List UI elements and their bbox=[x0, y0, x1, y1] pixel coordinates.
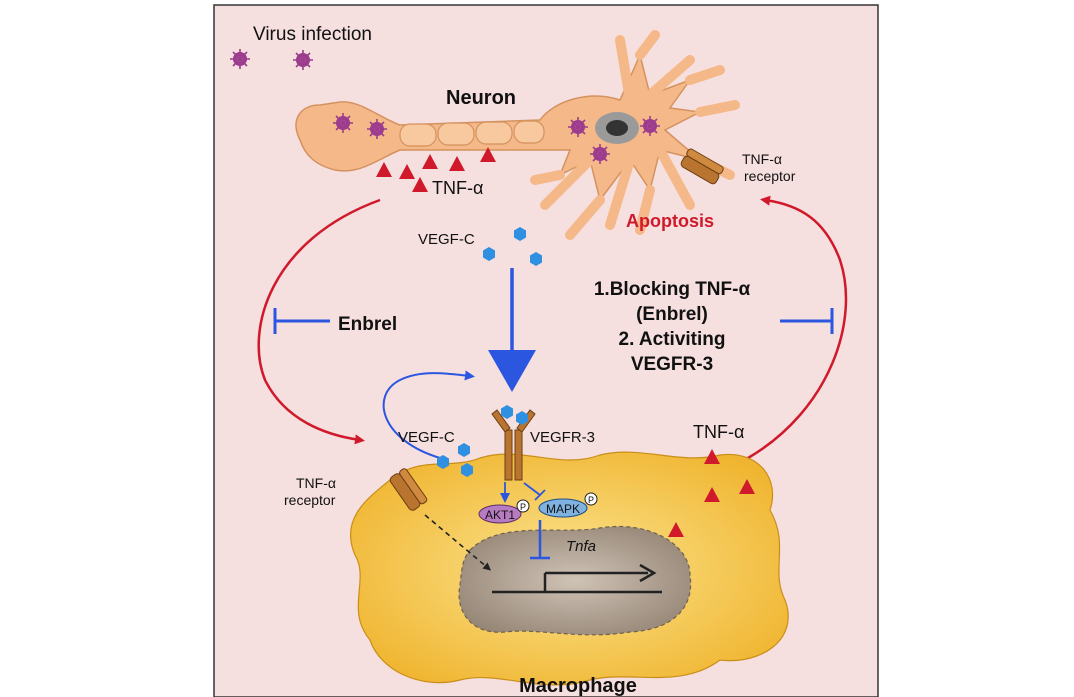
tnf-receptor-neuron-icon bbox=[680, 148, 724, 185]
macrophage-label: Macrophage bbox=[519, 675, 637, 697]
tnf-alpha-label-bottom: TNF-α bbox=[693, 422, 744, 442]
strategy-text: 1.Blocking TNF-α (Enbrel) 2. Activiting … bbox=[594, 279, 751, 375]
tnf-alpha-label-top: TNF-α bbox=[432, 178, 483, 198]
neuron-label: Neuron bbox=[446, 87, 516, 109]
vegfr3-to-mapk-inhibit bbox=[523, 482, 546, 501]
receptor-to-gene-arrow bbox=[424, 514, 492, 571]
mapk-node bbox=[538, 498, 588, 518]
enbrel-label: Enbrel bbox=[338, 314, 397, 335]
neuron-cell bbox=[295, 30, 740, 240]
tnfa-gene-label: Tnfa bbox=[566, 538, 596, 555]
svg-text:2. Activiting: 2. Activiting bbox=[619, 329, 726, 350]
tnf-receptor-label-bottom: TNF-α receptor bbox=[284, 475, 340, 508]
enbrel-inhibition-symbol bbox=[273, 308, 330, 334]
akt1-node bbox=[478, 504, 522, 524]
vegf-autocrine-arrow bbox=[382, 370, 475, 459]
tnf-receptor-macrophage-icon bbox=[389, 468, 428, 511]
vegf-binding-arrowhead bbox=[488, 350, 536, 392]
mapk-to-tnfa-inhibit bbox=[530, 520, 550, 560]
svg-text:1.Blocking TNF-α: 1.Blocking TNF-α bbox=[594, 279, 751, 300]
svg-text:(Enbrel): (Enbrel) bbox=[636, 304, 708, 325]
virus-infection-label: Virus infection bbox=[253, 24, 372, 45]
tnf-to-receptor-arrow bbox=[257, 198, 381, 445]
tnf-to-apoptosis-arrow bbox=[747, 195, 848, 460]
nucleus-shape bbox=[458, 526, 692, 636]
mapk-phospho-label: P bbox=[588, 495, 594, 505]
svg-text:VEGFR-3: VEGFR-3 bbox=[631, 354, 713, 375]
mapk-phospho-icon bbox=[584, 492, 598, 506]
akt1-phospho-label: P bbox=[520, 502, 526, 512]
tnf-receptor-label-top: TNF-α receptor bbox=[742, 151, 796, 184]
vegf-c-label-top: VEGF-C bbox=[418, 231, 475, 248]
vegfr3-label: VEGFR-3 bbox=[530, 429, 595, 446]
akt1-label: AKT1 bbox=[485, 508, 515, 522]
mapk-label: MAPK bbox=[546, 502, 580, 516]
apoptosis-label: Apoptosis bbox=[626, 211, 714, 231]
vegf-c-label-bottom: VEGF-C bbox=[398, 429, 455, 446]
akt1-phospho-icon bbox=[516, 499, 530, 513]
tnfa-gene-icon bbox=[492, 563, 662, 594]
strategy-inhibition-symbol bbox=[780, 308, 834, 334]
